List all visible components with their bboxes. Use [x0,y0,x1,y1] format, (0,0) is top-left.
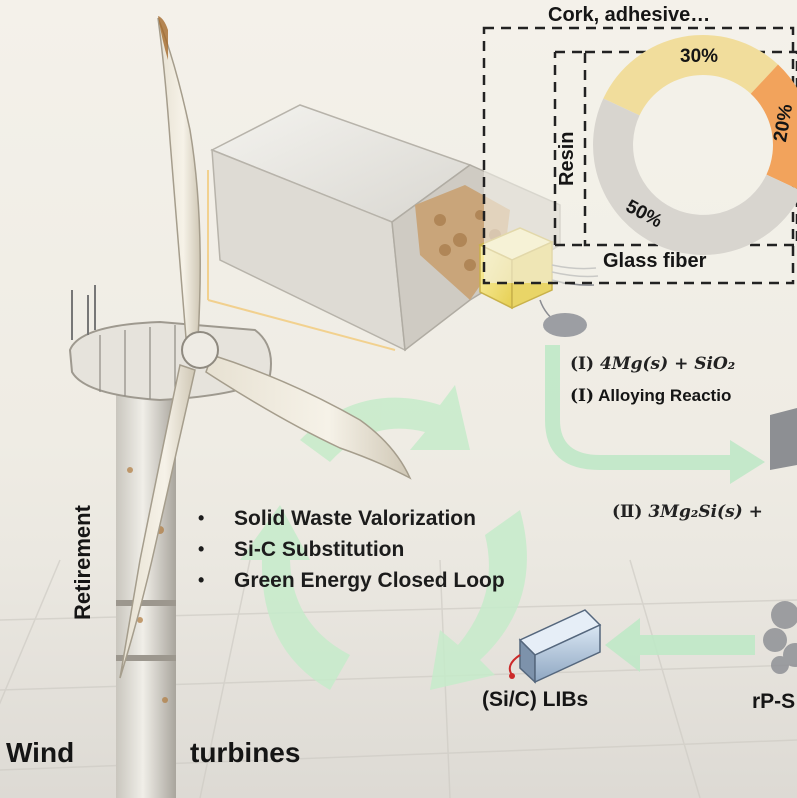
turbines-label: turbines [190,737,300,769]
donut-slice-label-30: 30% [680,46,718,68]
benefit-item: Green Energy Closed Loop [196,565,505,596]
retirement-label: Retirement [70,505,96,620]
product-label: rP-S [752,690,795,714]
benefit-list: Solid Waste Valorization Si-C Substituti… [196,503,505,596]
donut-label-resin: Resin [556,132,579,186]
benefit-item: Solid Waste Valorization [196,503,505,534]
benefit-item: Si-C Substitution [196,534,505,565]
reaction-2-number: (Ⅱ) [612,502,642,522]
reaction-1-formula: 4Mg(s) + SiO₂ [600,354,735,374]
reaction-2-formula: 3Mg₂Si(s) + [648,502,763,522]
mg2si-block [770,408,797,470]
reaction-1-desc-text: Alloying Reactio [598,386,731,405]
turbine-blade-top [158,18,200,338]
reaction-1-equation: (Ⅰ) 4Mg(s) + SiO₂ [570,354,735,374]
wind-label: Wind [6,737,74,769]
reaction-1-desc-number: (Ⅰ) [570,386,594,406]
reaction-1-description: (Ⅰ) Alloying Reactio [570,386,731,406]
reaction-2-equation: (Ⅱ) 3Mg₂Si(s) + [612,502,763,522]
donut-title: Cork, adhesive… [548,4,710,27]
reaction-1-number: (Ⅰ) [570,354,594,374]
silica-powder [543,313,587,337]
donut-label-glass-fiber: Glass fiber [603,250,706,273]
turbine-hub [182,332,218,368]
battery-label: (Si/C) LIBs [482,688,588,712]
